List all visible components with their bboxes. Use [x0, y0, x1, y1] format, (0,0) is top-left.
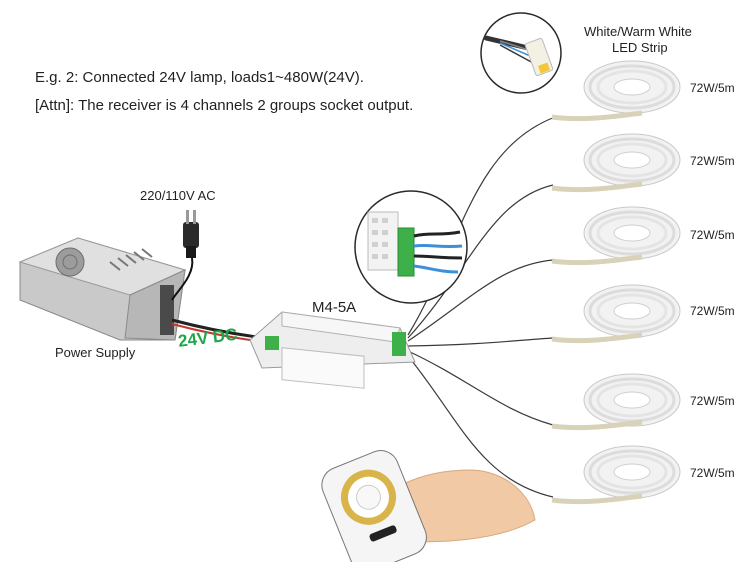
led-strip-reel [551, 445, 681, 505]
attention-note: [Attn]: The receiver is 4 channels 2 gro… [35, 97, 414, 114]
strip-connector-detail [480, 12, 562, 94]
led-strips [551, 60, 681, 505]
led-strip-reel [551, 206, 681, 266]
led-strip-reel [551, 60, 681, 122]
strip-rating: 72W/5m [690, 394, 735, 408]
ac-plug [171, 210, 199, 301]
wire-strip-2 [407, 184, 554, 339]
wire-strip-5 [407, 350, 554, 426]
output-wires [407, 116, 556, 498]
strip-subtitle: LED Strip [612, 40, 668, 55]
wire-strip-6 [407, 355, 554, 498]
strip-rating: 72W/5m [690, 228, 735, 242]
led-strip-reel [551, 284, 681, 344]
strip-rating: 72W/5m [690, 81, 735, 95]
power-supply [18, 237, 187, 341]
strip-rating: 72W/5m [690, 466, 735, 480]
led-strip-reel [551, 133, 681, 193]
ac-input-label: 220/110V AC [140, 188, 216, 203]
strip-rating: 72W/5m [690, 154, 735, 168]
receiver-unit [249, 311, 416, 389]
strip-title: White/Warm White [584, 24, 692, 39]
wire-strip-3 [407, 259, 554, 342]
power-supply-label: Power Supply [55, 345, 136, 360]
remote-control [321, 450, 536, 562]
strip-rating: 72W/5m [690, 304, 735, 318]
fan-grille-icon [55, 247, 85, 277]
terminal-detail [354, 190, 468, 304]
wire-strip-4 [407, 337, 554, 347]
example-note: E.g. 2: Connected 24V lamp, loads1~480W(… [35, 69, 364, 86]
led-strip-reel [551, 373, 681, 431]
receiver-model-label: M4-5A [312, 299, 357, 316]
